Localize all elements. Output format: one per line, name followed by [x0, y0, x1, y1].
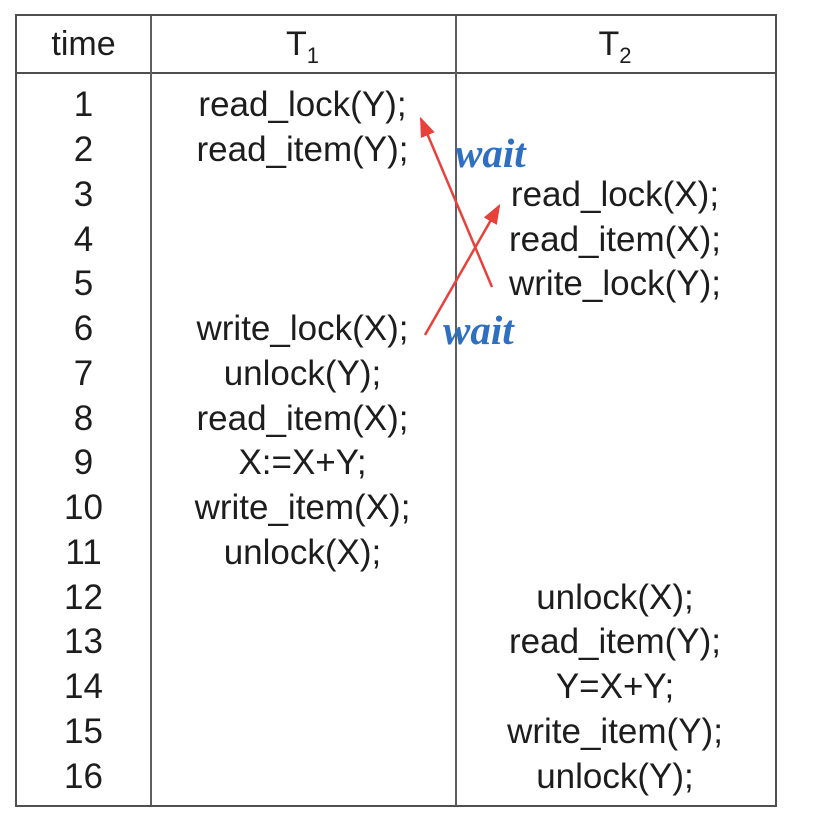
cell-t2: read_lock(X); — [510, 174, 720, 214]
cell-t2: Y=X+Y; — [555, 667, 675, 707]
column-divider-t1-t2 — [455, 16, 457, 805]
cell-time: 3 — [73, 174, 94, 214]
table-row: 6 write_lock(X); — [17, 307, 775, 352]
header-t1-label: T — [285, 24, 307, 63]
table-row: 4 read_item(X); — [17, 217, 775, 262]
cell-time: 4 — [73, 219, 94, 259]
cell-time: 7 — [73, 353, 94, 393]
wait-label-t1: wait — [443, 307, 514, 353]
cell-time: 5 — [73, 264, 94, 304]
cell-time: 8 — [73, 398, 94, 438]
cell-t1: unlock(Y); — [223, 353, 382, 393]
table-row: 9 X:=X+Y; — [17, 441, 775, 486]
header-t1-subscript: 1 — [306, 42, 320, 68]
cell-t1: read_lock(Y); — [198, 85, 407, 125]
header-t2-subscript: 2 — [619, 42, 632, 68]
header-t1: T1 — [150, 24, 455, 68]
cell-t2: write_lock(Y); — [509, 264, 721, 304]
cell-t2: read_item(Y); — [508, 622, 722, 662]
table-row: 11 unlock(X); — [17, 531, 775, 576]
cell-t1: X:=X+Y; — [238, 443, 367, 483]
cell-time: 1 — [73, 85, 94, 125]
table-row: 15 write_item(Y); — [17, 710, 775, 755]
table-header-row: time T1 T2 — [17, 16, 775, 74]
cell-t1: read_item(Y); — [196, 130, 409, 170]
cell-time: 11 — [65, 532, 102, 572]
table-row: 13 read_item(Y); — [17, 620, 775, 665]
cell-time: 2 — [73, 130, 94, 170]
cell-time: 13 — [64, 622, 103, 662]
table-row: 1 read_lock(Y); — [17, 83, 775, 128]
cell-t1: unlock(X); — [223, 532, 382, 572]
table-row: 5 write_lock(Y); — [17, 262, 775, 307]
wait-label-t2: wait — [455, 130, 526, 176]
table-row: 7 unlock(Y); — [17, 352, 775, 397]
table-row: 2 read_item(Y); — [17, 128, 775, 173]
cell-time: 6 — [73, 309, 94, 349]
cell-t2: unlock(X); — [536, 577, 694, 617]
cell-t2: read_item(X); — [508, 219, 722, 259]
header-t2: T2 — [455, 24, 775, 68]
cell-time: 15 — [64, 711, 103, 751]
cell-time: 16 — [64, 756, 103, 796]
table-body: 1 read_lock(Y); 2 read_item(Y); 3 read_lock(X… — [17, 76, 775, 805]
cell-time: 12 — [64, 577, 103, 617]
table-row: 14 Y=X+Y; — [17, 665, 775, 710]
cell-time: 10 — [64, 488, 103, 528]
cell-time: 14 — [64, 667, 103, 707]
header-time: time — [51, 24, 116, 63]
header-t2-label: T — [598, 24, 620, 63]
table-row: 12 unlock(X); — [17, 575, 775, 620]
table-row: 16 unlock(Y); — [17, 754, 775, 799]
cell-t1: write_item(X); — [194, 488, 411, 528]
cell-t2: unlock(Y); — [536, 756, 694, 796]
table-row: 10 write_item(X); — [17, 486, 775, 531]
cell-t2: write_item(Y); — [507, 711, 723, 751]
cell-time: 9 — [73, 443, 94, 483]
column-divider-time-t1 — [150, 16, 152, 805]
table-row: 8 read_item(X); — [17, 396, 775, 441]
table-row: 3 read_lock(X); — [17, 173, 775, 218]
cell-t1: write_lock(X); — [196, 309, 409, 349]
cell-t1: read_item(X); — [196, 398, 409, 438]
